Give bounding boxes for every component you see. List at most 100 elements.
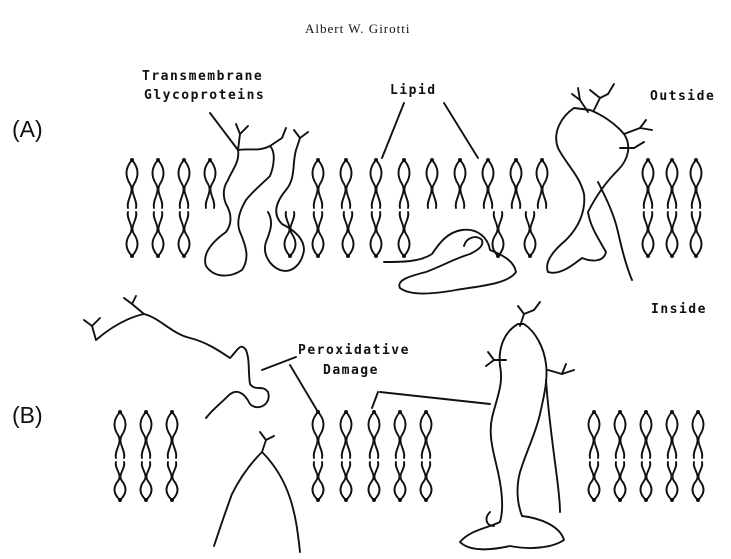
lipid-head [316,158,320,162]
lipid-head [156,254,160,258]
glycoprotein-a3 [547,84,652,280]
lipid-head [144,410,148,414]
lipid-head [694,254,698,258]
lipid-molecule [126,160,137,208]
lipid-molecule [166,412,177,458]
lipid-head [170,410,174,414]
lipid-molecule [692,412,703,458]
lipid-head [592,498,596,502]
lipid-head [424,410,428,414]
lipid-head [374,254,378,258]
lipid-molecule [312,412,323,458]
lipid-head [646,254,650,258]
lipid-molecules [114,158,703,502]
lipid-molecule [666,212,677,256]
lipid-head [592,410,596,414]
lipid-head [486,158,490,162]
lipid-molecule [370,160,381,208]
lipid-molecule [398,212,409,256]
lipid-molecule [614,412,625,458]
lipid-head [144,498,148,502]
lipid-molecule [640,412,651,458]
leader-lipid-right [444,103,478,158]
lipid-molecule [126,212,137,256]
lipid-molecule [340,160,351,208]
lipid-molecule [640,462,651,500]
lipid-head [402,254,406,258]
lipid-molecule [524,212,535,256]
glycoprotein-b1 [84,296,269,418]
lipid-head [458,158,462,162]
lipid-molecule [510,160,521,208]
lipid-molecule [492,212,503,256]
lipid-head [694,158,698,162]
lipid-head [346,254,350,258]
lipid-molecule [312,160,323,208]
lipid-head [696,410,700,414]
lipid-head [644,498,648,502]
lipid-head [424,498,428,502]
lipid-molecule [398,160,409,208]
lipid-molecule [426,160,437,208]
lipid-molecule [588,412,599,458]
lipid-head [670,410,674,414]
lipid-head [156,158,160,162]
lipid-head [670,254,674,258]
lipid-molecule [340,412,351,458]
lipid-molecule [342,212,353,256]
lipid-molecule [690,212,701,256]
lipid-molecule [420,462,431,500]
lipid-molecule [614,462,625,500]
inner-protein-a [384,230,516,294]
lipid-molecule [312,462,323,500]
lipid-molecule [666,160,677,208]
lipid-molecule [140,412,151,458]
lipid-head [208,158,212,162]
lipid-head [618,498,622,502]
lipid-molecule [394,412,405,458]
leader-transmembrane [210,113,238,150]
lipid-head [344,410,348,414]
lipid-head [398,410,402,414]
lipid-molecule [178,160,189,208]
lipid-molecule [370,212,381,256]
lipid-head [644,410,648,414]
lipid-head [344,498,348,502]
lipid-head [398,498,402,502]
lipid-molecule [666,412,677,458]
lipid-molecule [642,212,653,256]
lipid-molecule [588,462,599,500]
lipid-head [316,498,320,502]
leader-peroxidative-right-2 [380,392,490,404]
lipid-head [182,254,186,258]
lipid-molecule [394,462,405,500]
lipid-molecule [340,462,351,500]
lipid-molecule [482,160,493,208]
lipid-molecule [666,462,677,500]
lipid-molecule [284,212,295,256]
lipid-molecule [140,462,151,500]
lipid-molecule [368,412,379,458]
lipid-head [118,410,122,414]
lipid-molecule [690,160,701,208]
glycoprotein-a1 [205,124,286,276]
lipid-head [182,158,186,162]
lipid-head [402,158,406,162]
lipid-head [528,254,532,258]
lipid-head [646,158,650,162]
lipid-molecule [368,462,379,500]
leader-peroxidative-right-1 [372,392,378,408]
lipid-molecule [420,412,431,458]
lipid-molecule [454,160,465,208]
lipid-head [130,158,134,162]
lipid-head [316,254,320,258]
lipid-molecule [692,462,703,500]
lipid-head [540,158,544,162]
lipid-head [670,158,674,162]
lipid-head [170,498,174,502]
lipid-molecule [536,160,547,208]
lipid-molecule [152,212,163,256]
lipid-head [288,254,292,258]
